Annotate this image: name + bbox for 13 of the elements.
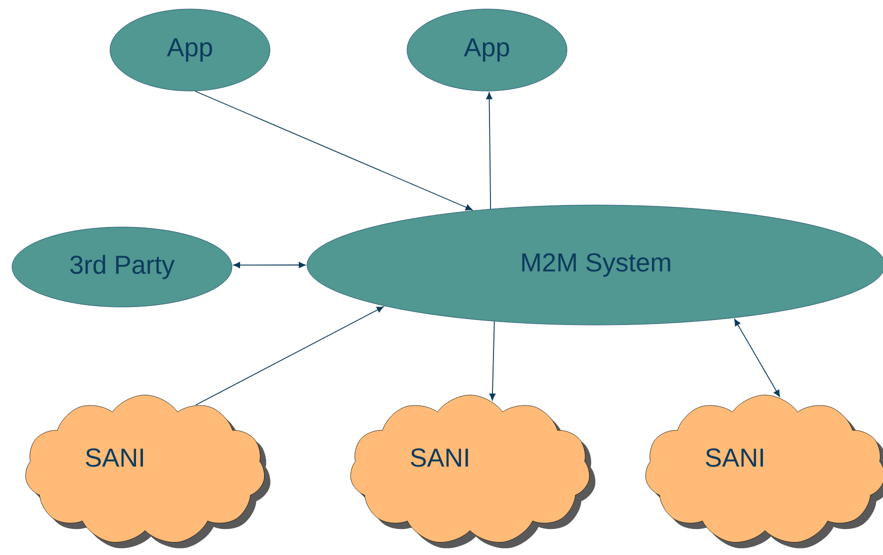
ellipse-node: M2M System <box>306 204 883 326</box>
arrow <box>195 306 384 406</box>
cloud-node: SANI <box>350 394 596 548</box>
cloud-node: SANI <box>645 394 883 548</box>
arrow <box>486 92 492 210</box>
arrow <box>734 318 780 397</box>
arrow <box>233 262 306 268</box>
ellipse-node: 3rd Party <box>12 226 232 308</box>
cloud-node: SANI <box>25 394 270 548</box>
arrow <box>194 90 472 210</box>
ellipse-node: App <box>406 8 568 92</box>
arrow <box>489 320 496 400</box>
ellipse-node: App <box>110 8 270 92</box>
